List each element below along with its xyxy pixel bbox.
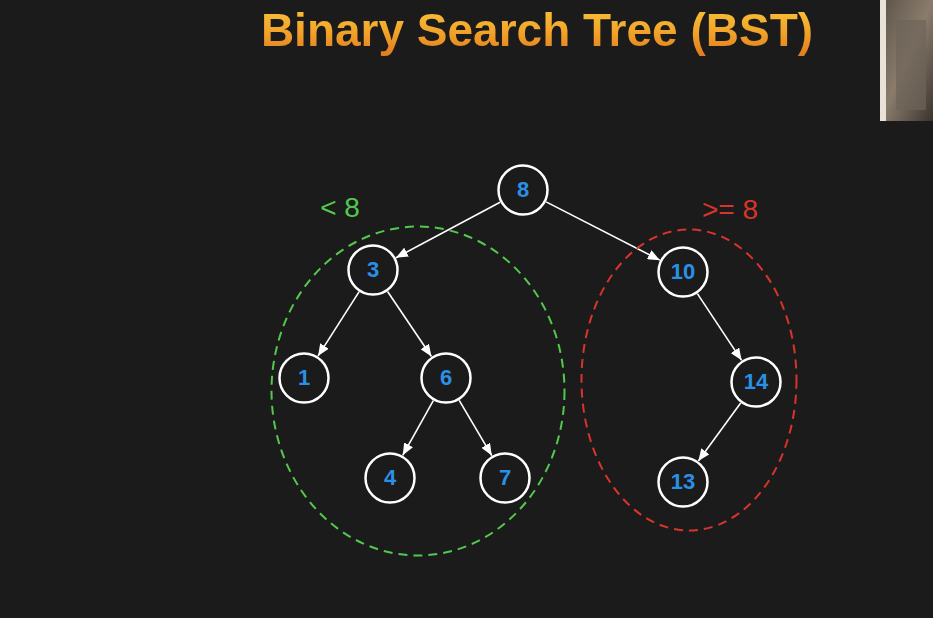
node-value: 8 [517,179,529,201]
tree-edge [698,403,740,461]
node-value: 10 [671,261,695,283]
node-value: 3 [367,259,379,281]
node-value: 7 [499,467,511,489]
tree-edge [318,292,359,356]
tree-node: 4 [364,452,416,504]
tree-edge [403,401,434,456]
region-label: < 8 [317,193,363,223]
tree-node: 7 [479,452,531,504]
tree-edge [459,400,492,455]
speaker-photo [880,0,933,121]
photo-frame [880,0,886,121]
node-circle [349,246,398,295]
tree-node: 8 [497,164,549,216]
node-circle [732,358,781,407]
subtree-region: >= 8101413 [580,228,798,532]
node-circle [499,166,548,215]
tree-node: 3 [347,244,399,296]
dashed-region [582,230,797,531]
tree-edge [396,202,500,258]
tree-node: 6 [420,352,472,404]
node-circle [481,454,530,503]
region-label: >= 8 [699,195,761,225]
photo-detail [896,20,926,110]
tree-edge [697,294,741,361]
node-value: 4 [384,467,396,489]
subtree-region: < 831647 [270,225,566,557]
tree-node: 10 [657,246,709,298]
slide-title: Binary Search Tree (BST) [257,1,817,59]
dashed-region [272,227,565,556]
tree-node: 13 [657,456,709,508]
node-circle [659,458,708,507]
node-circle [422,354,471,403]
tree-edge [388,292,432,357]
node-circle [366,454,415,503]
tree-node: 14 [730,356,782,408]
node-circle [659,248,708,297]
node-value: 6 [440,367,452,389]
tree-edge [546,202,660,260]
node-value: 1 [298,367,310,389]
node-value: 13 [671,471,695,493]
node-circle [280,354,329,403]
node-value: 14 [744,371,768,393]
tree-node: 1 [278,352,330,404]
